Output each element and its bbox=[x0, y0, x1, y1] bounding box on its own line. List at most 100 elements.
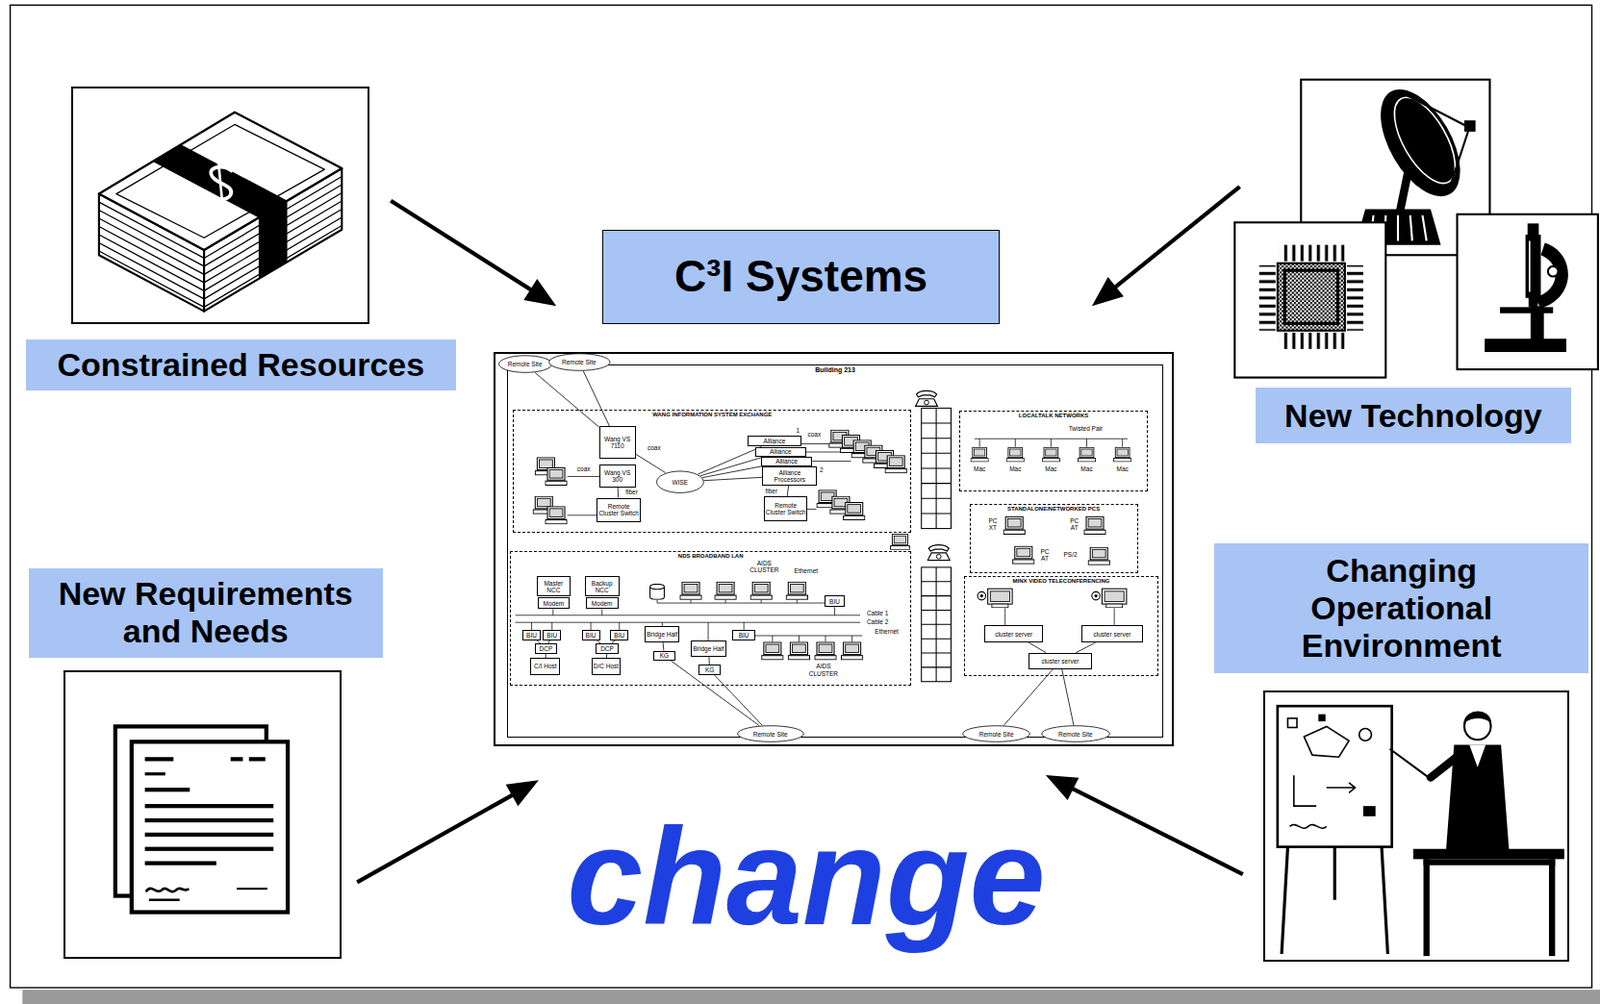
remote-site: Remote Site bbox=[548, 353, 611, 372]
presenter-icon bbox=[1290, 775, 1356, 829]
dcp-box: DCP bbox=[534, 643, 558, 655]
workstation-icon bbox=[1003, 516, 1025, 534]
label-holder: Ethernet bbox=[790, 567, 822, 575]
arrowhead bbox=[1045, 775, 1079, 801]
label-holder: 2 bbox=[818, 466, 825, 474]
host-box: Wang VS 300 bbox=[599, 464, 636, 488]
input-arrow bbox=[390, 201, 557, 306]
network-link bbox=[1003, 669, 1053, 727]
box-text: Modem bbox=[542, 600, 564, 608]
presenter-icon bbox=[1423, 859, 1430, 957]
link-line bbox=[583, 371, 610, 427]
document-icon bbox=[131, 741, 288, 913]
workstation-icon bbox=[1092, 588, 1127, 609]
biu-box: BIU bbox=[582, 630, 601, 641]
document-icon bbox=[145, 818, 275, 823]
link-line bbox=[671, 660, 761, 726]
workstation-icon bbox=[890, 533, 911, 550]
system-frame: C³I SystemsBuilding 213WANG INFORMATION … bbox=[493, 352, 1173, 747]
ellipse-outline bbox=[548, 354, 610, 372]
box-text: C/I Host bbox=[533, 662, 557, 670]
network-link bbox=[714, 675, 763, 726]
arrowhead bbox=[1092, 277, 1124, 306]
arrowhead bbox=[523, 279, 557, 306]
label-holder: PC XT bbox=[986, 517, 1001, 532]
microscope-icon bbox=[1525, 234, 1542, 299]
workstation-icon bbox=[650, 584, 665, 600]
host-box: C/I Host bbox=[530, 658, 560, 676]
box-text: DCP bbox=[539, 645, 554, 653]
outer-frame bbox=[10, 4, 1600, 1004]
microchip-icon bbox=[1279, 332, 1346, 350]
label: Cable 2 bbox=[863, 618, 892, 626]
box-text: WISE bbox=[672, 479, 689, 486]
document-icon bbox=[145, 861, 217, 865]
label: fiber bbox=[761, 487, 782, 495]
workstation-icon bbox=[714, 582, 737, 600]
plate-holder: Changing Operational Environment bbox=[1214, 543, 1589, 674]
label: PC XT bbox=[986, 517, 1001, 532]
kg-box: KG bbox=[698, 664, 720, 676]
processor-box: Alliance bbox=[761, 457, 813, 467]
arrow-shaft bbox=[356, 790, 520, 883]
microscope-icon bbox=[1457, 214, 1599, 370]
box-text: Remote Site bbox=[979, 731, 1015, 738]
box-text: Master NCC bbox=[537, 580, 570, 594]
server-box: cluster server bbox=[1081, 625, 1143, 643]
link-line bbox=[1075, 642, 1095, 654]
workstation-icon bbox=[786, 582, 808, 600]
box-text: BIU bbox=[829, 598, 840, 606]
money-icon bbox=[99, 112, 342, 312]
label-holder: PC AT bbox=[1038, 548, 1053, 562]
satellite-dish-icon bbox=[1399, 171, 1408, 211]
label: coax bbox=[642, 444, 665, 452]
microscope-icon bbox=[1457, 214, 1599, 370]
microchip-icon bbox=[1277, 263, 1346, 331]
label-holder: AIDS CLUSTER bbox=[804, 662, 843, 677]
box-text: Alliance Processors bbox=[762, 469, 816, 483]
box-text: Remote Site bbox=[507, 360, 543, 368]
server-box: cluster server bbox=[984, 625, 1042, 643]
money-icon bbox=[152, 145, 287, 218]
box-text: cluster server bbox=[994, 631, 1033, 638]
money-icon bbox=[218, 161, 223, 205]
box-text: BIU bbox=[526, 632, 537, 639]
watchword: change bbox=[566, 809, 1045, 946]
bridge-box: Bridge Half bbox=[644, 626, 680, 643]
presenter-icon bbox=[1277, 706, 1565, 957]
box-text: Alliance bbox=[775, 457, 798, 465]
region-heading: STANDALONE/NETWORKED PCS bbox=[970, 505, 1138, 513]
category-label: Constrained Resources bbox=[25, 339, 458, 391]
microscope-icon bbox=[1528, 297, 1539, 308]
document-icon bbox=[145, 772, 166, 776]
document-icon bbox=[230, 757, 244, 762]
host-box: D/C Host bbox=[591, 658, 621, 676]
modem-box: Modem bbox=[585, 597, 619, 610]
document-icon bbox=[145, 847, 275, 852]
box-text: Bridge Half bbox=[692, 645, 724, 653]
arrow-shaft bbox=[1065, 785, 1244, 875]
microchip-icon bbox=[1346, 265, 1364, 331]
satellite-dish-icon bbox=[1464, 120, 1476, 132]
network-link bbox=[534, 372, 600, 428]
label-holder: Mac bbox=[1041, 465, 1062, 473]
money-icon bbox=[99, 112, 342, 251]
workstation-icon bbox=[533, 430, 1132, 661]
workstation-icon bbox=[843, 503, 865, 521]
label: AIDS CLUSTER bbox=[804, 662, 843, 677]
plate-holder: New Requirements and Needs bbox=[28, 568, 383, 659]
label-holder: coax bbox=[642, 444, 665, 452]
network-wiring bbox=[974, 438, 1128, 447]
switch-box: Remote Cluster Switch bbox=[763, 496, 807, 521]
network-link bbox=[617, 487, 619, 499]
workstation-icon bbox=[761, 642, 784, 661]
category-label: New Technology bbox=[1255, 387, 1573, 444]
box-text: BIU bbox=[585, 632, 597, 639]
microscope-icon bbox=[1484, 338, 1567, 353]
network-link bbox=[702, 466, 763, 479]
document-icon bbox=[145, 787, 191, 792]
network-link bbox=[704, 477, 763, 481]
label-holder: PC AT bbox=[1066, 517, 1082, 532]
network-link bbox=[1075, 642, 1095, 654]
